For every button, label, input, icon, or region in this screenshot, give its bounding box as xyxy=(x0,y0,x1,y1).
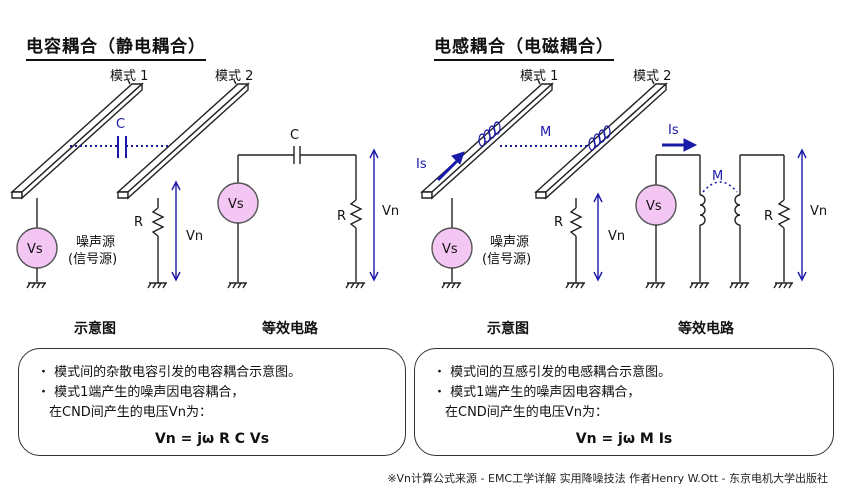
right-eq-vn-label: Vn xyxy=(810,204,827,219)
left-desc-line-1: ・ 模式间的杂散电容引发的电容耦合示意图。 xyxy=(37,365,302,380)
left-coupling-capacitor xyxy=(70,136,170,158)
right-resistor xyxy=(569,207,583,237)
right-coupling-label: M xyxy=(540,125,551,140)
right-eq-source-label: Vs xyxy=(646,199,662,214)
left-caption-circuit: 等效电路 xyxy=(262,321,318,337)
left-caption-schematic: 示意图 xyxy=(74,321,116,337)
left-eq-capacitor-label: C xyxy=(290,128,299,143)
left-eq-vn-arrow xyxy=(369,148,379,282)
left-trace-1 xyxy=(10,83,144,193)
left-noise-source-line1: 噪声源 xyxy=(76,235,115,250)
right-is-arrow xyxy=(436,151,465,182)
right-desc-line-1: ・ 模式间的互感引发的电感耦合示意图。 xyxy=(433,365,672,380)
right-noise-source-line2: (信号源) xyxy=(482,252,531,267)
right-eq-inductor-2 xyxy=(734,194,741,226)
right-schematic xyxy=(420,79,668,289)
left-desc-line-2: ・ 模式1端产生的噪声因电容耦合， xyxy=(37,385,245,400)
right-resistor-label: R xyxy=(554,215,563,230)
left-title: 电容耦合（静电耦合） xyxy=(26,32,206,61)
left-eq-resistor-label: R xyxy=(337,209,346,224)
left-equivalent-circuit xyxy=(217,146,365,289)
right-caption-circuit: 等效电路 xyxy=(678,321,734,337)
right-trace-coils xyxy=(478,121,611,151)
left-desc-line-3: 在CND间产生的电压Vn为： xyxy=(49,405,212,420)
left-schematic xyxy=(10,79,250,289)
right-noise-source-line1: 噪声源 xyxy=(490,235,529,250)
left-eq-resistor xyxy=(349,199,363,229)
right-is-label: Is xyxy=(416,157,427,172)
right-desc-line-2: ・ 模式1端产生的噪声因电容耦合， xyxy=(433,385,641,400)
right-vn-label: Vn xyxy=(608,229,625,244)
right-equivalent-circuit xyxy=(635,154,793,289)
left-description-box: ・ 模式间的杂散电容引发的电容耦合示意图。 ・ 模式1端产生的噪声因电容耦合， … xyxy=(18,348,406,456)
right-eq-resistor xyxy=(777,199,791,229)
right-desc-line-3: 在CND间产生的电压Vn为： xyxy=(445,405,608,420)
left-resistor-label: R xyxy=(134,215,143,230)
left-eq-vn-label: Vn xyxy=(382,204,399,219)
right-eq-resistor-label: R xyxy=(764,209,773,224)
left-mode2-label: 模式 2 xyxy=(215,69,253,84)
right-vn-arrow xyxy=(593,192,603,282)
left-mode1-label: 模式 1 xyxy=(110,69,148,84)
right-mode1-label: 模式 1 xyxy=(520,69,558,84)
right-description-box: ・ 模式间的互感引发的电感耦合示意图。 ・ 模式1端产生的噪声因电容耦合， 在C… xyxy=(414,348,834,456)
source-footnote: ※Vn计算公式来源 - EMC工学详解 实用降噪技法 作者Henry W.Ott… xyxy=(387,472,828,485)
right-eq-mutual-label: M xyxy=(712,169,723,184)
right-eq-is-label: Is xyxy=(668,123,679,138)
right-caption-schematic: 示意图 xyxy=(487,321,529,337)
right-eq-vn-arrow xyxy=(797,148,807,282)
left-vn-arrow xyxy=(171,180,181,282)
right-mode2-label: 模式 2 xyxy=(633,69,671,84)
left-eq-source-label: Vs xyxy=(228,197,244,212)
right-eq-inductor-1 xyxy=(699,194,706,226)
left-source-label: Vs xyxy=(27,242,43,257)
left-trace-2 xyxy=(116,83,250,193)
left-noise-source-line2: (信号源) xyxy=(68,252,117,267)
right-eq-mutual-arc xyxy=(702,181,738,193)
right-trace-2 xyxy=(534,83,668,193)
left-coupling-label: C xyxy=(116,117,125,132)
left-formula: Vn = jω R C Vs xyxy=(154,431,270,447)
left-vn-label: Vn xyxy=(186,229,203,244)
right-eq-is-arrow xyxy=(662,138,698,152)
right-source-label: Vs xyxy=(442,242,458,257)
right-title: 电感耦合（电磁耦合） xyxy=(434,32,614,61)
right-formula: Vn = jω M Is xyxy=(575,431,673,447)
left-resistor xyxy=(151,207,165,237)
